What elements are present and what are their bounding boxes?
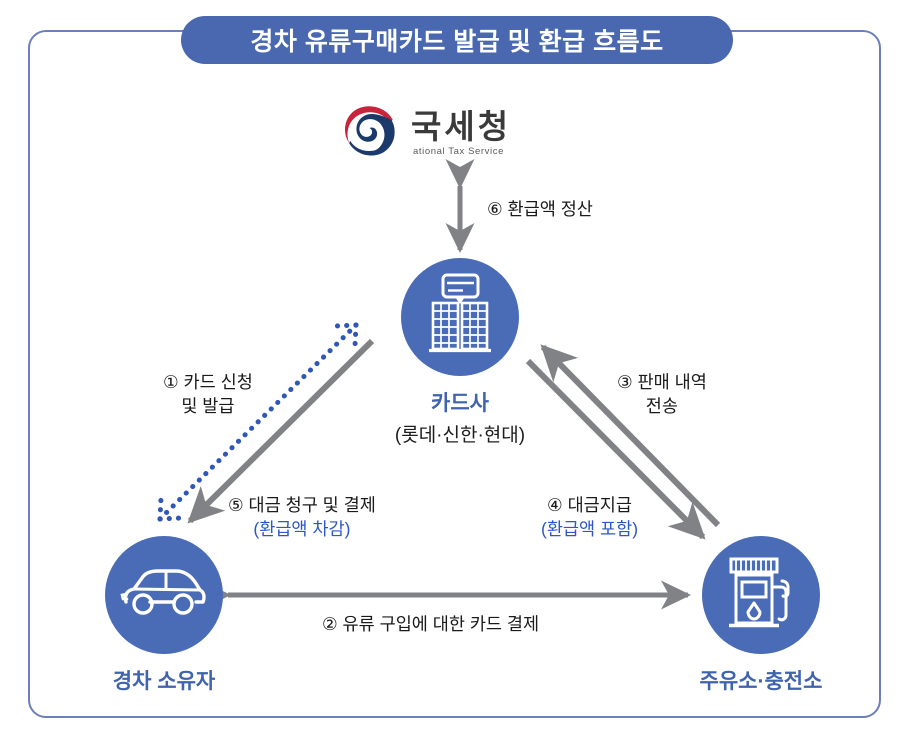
node-national-tax-service: 국세청 ational Tax Service [339,100,549,167]
flow-label-5: ⑤ 대금 청구 및 결제 (환급액 차감) [228,494,376,541]
flow-label-1-line2: 및 발급 [181,395,235,416]
flow-label-2-line1: ② 유류 구입에 대한 카드 결제 [322,614,540,634]
flow-label-1: ① 카드 신청 및 발급 [163,371,253,418]
flow-label-6: ⑥ 환급액 정산 [487,198,593,222]
flow-label-3-line1: ③ 판매 내역 [617,372,707,392]
car-owner-circle [105,536,223,654]
building-card-icon [419,273,501,362]
car-owner-label: 경차 소유자 [112,670,216,693]
flow-label-5-line2: (환급액 차감) [253,518,351,539]
node-gas-station: 주유소·충전소 [671,536,851,695]
flow-label-4: ④ 대금지급 (환급액 포함) [541,494,638,541]
taegeuk-logo-icon [339,100,401,167]
flow-label-3-line2: 전송 [645,395,678,416]
card-company-circle [401,258,519,376]
car-icon [120,564,208,627]
card-company-label: 카드사 [431,392,489,415]
flow-label-2: ② 유류 구입에 대한 카드 결제 [322,613,539,637]
flow-label-3: ③ 판매 내역 전송 [617,371,707,418]
node-card-company: 카드사 (롯데·신한·현대) [387,258,533,447]
flow-label-6-line1: ⑥ 환급액 정산 [487,199,593,219]
diagram-title-pill: 경차 유류구매카드 발급 및 환급 흐름도 [181,16,733,64]
nts-english-label: ational Tax Service [413,146,504,158]
node-car-owner: 경차 소유자 [79,536,249,695]
flow-label-5-line1: ⑤ 대금 청구 및 결제 [228,495,376,515]
flow-label-1-line1: ① 카드 신청 [163,372,253,392]
flow-label-4-line1: ④ 대금지급 [547,495,632,515]
fuel-pump-icon [722,553,800,638]
flow-label-4-line2: (환급액 포함) [541,518,639,539]
nts-korean-label: 국세청 [411,107,512,145]
card-company-sublabel: (롯데·신한·현대) [394,425,526,446]
page-title: 경차 유류구매카드 발급 및 환급 흐름도 [250,28,664,56]
gas-station-circle [702,536,820,654]
gas-station-label: 주유소·충전소 [699,670,823,693]
